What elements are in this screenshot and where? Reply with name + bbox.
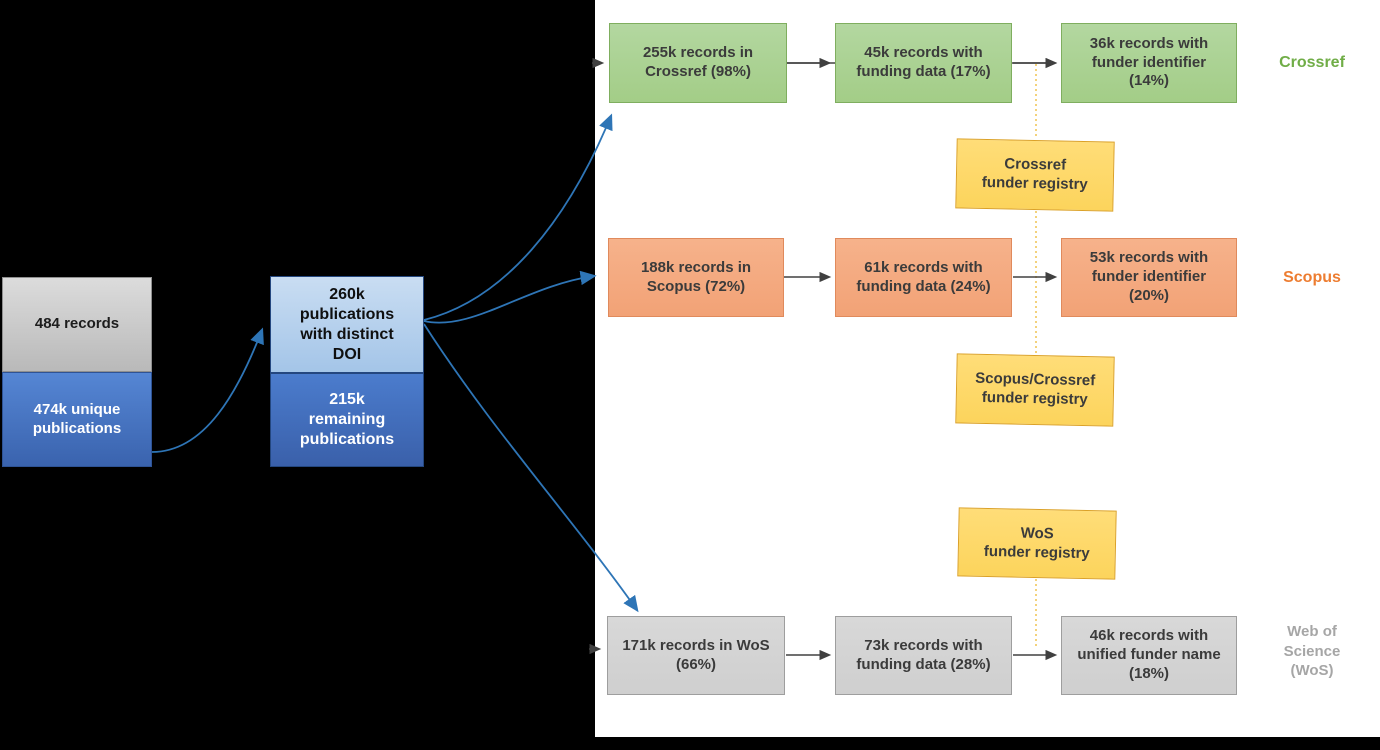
scopus-funding-data-box: 61k records with funding data (24%) bbox=[835, 238, 1012, 317]
remaining-publications-box: 215k remaining publications bbox=[270, 373, 424, 467]
crossref-funding-data-box: 45k records with funding data (17%) bbox=[835, 23, 1012, 103]
wos-funding-data-box: 73k records with funding data (28%) bbox=[835, 616, 1012, 695]
arrow-doi-to-crossref bbox=[423, 113, 613, 321]
scopus-records-box: 188k records in Scopus (72%) bbox=[608, 238, 784, 317]
unique-publications-box: 474k unique publications bbox=[2, 372, 152, 467]
wos-funder-name-box: 46k records with unified funder name (18… bbox=[1061, 616, 1237, 695]
scopus-crossref-funder-registry-flag: Scopus/Crossref funder registry bbox=[955, 353, 1115, 427]
distinct-doi-box: 260k publications with distinct DOI bbox=[270, 276, 424, 373]
crossref-funder-registry-flag: Crossref funder registry bbox=[955, 138, 1115, 212]
wos-row-label: Web of Science (WoS) bbox=[1283, 623, 1341, 679]
arrow-source-to-doi bbox=[151, 327, 264, 453]
crossref-row-label: Crossref bbox=[1279, 54, 1345, 71]
arrow-doi-to-scopus bbox=[423, 270, 597, 324]
bottom-black-strip bbox=[0, 737, 1180, 750]
scopus-funder-identifier-box: 53k records with funder identifier (20%) bbox=[1061, 238, 1237, 317]
scopus-row-label: Scopus bbox=[1283, 269, 1341, 286]
crossref-funder-identifier-box: 36k records with funder identifier (14%) bbox=[1061, 23, 1237, 103]
records-box: 484 records bbox=[2, 277, 152, 372]
wos-records-box: 171k records in WoS (66%) bbox=[607, 616, 785, 695]
wos-funder-registry-flag: WoS funder registry bbox=[957, 507, 1117, 580]
crossref-records-box: 255k records in Crossref (98%) bbox=[609, 23, 787, 103]
